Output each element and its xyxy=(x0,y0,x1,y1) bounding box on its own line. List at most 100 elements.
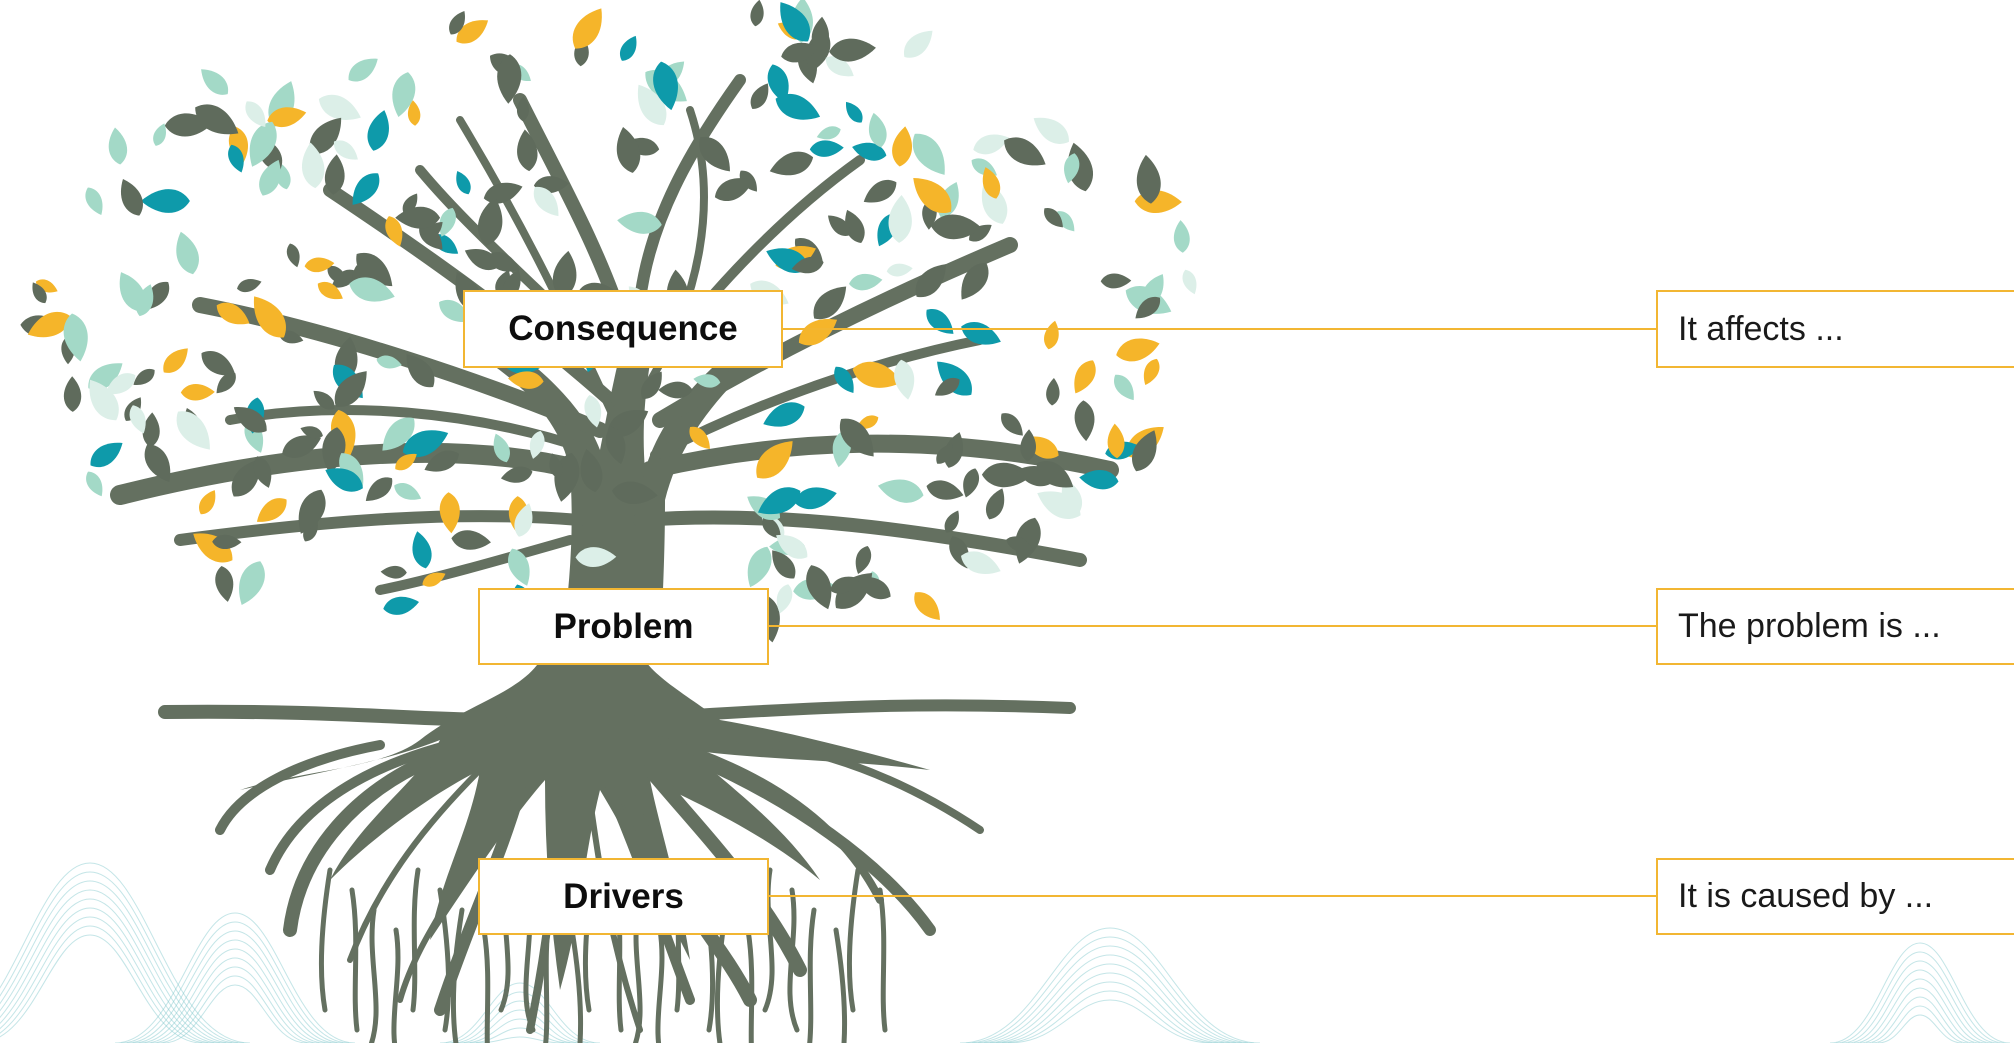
leaf xyxy=(233,407,267,433)
root-mass xyxy=(240,640,930,990)
leaf xyxy=(412,531,432,569)
leaf xyxy=(829,38,876,62)
branch xyxy=(110,442,590,505)
leaf xyxy=(253,456,272,488)
leaf xyxy=(781,42,819,63)
root xyxy=(265,735,475,875)
leaf xyxy=(825,56,854,77)
root xyxy=(283,753,437,937)
leaf xyxy=(912,133,945,175)
leaf xyxy=(517,129,538,172)
leaf xyxy=(105,373,136,395)
leaf xyxy=(1044,320,1059,350)
leaf xyxy=(529,430,545,459)
leaf xyxy=(380,565,407,579)
leaf xyxy=(552,250,577,299)
leaf xyxy=(794,487,837,510)
leaf xyxy=(451,530,491,550)
leaf xyxy=(986,488,1005,520)
leaf xyxy=(497,54,522,104)
leaf xyxy=(382,417,415,451)
leaf xyxy=(1001,413,1023,436)
leaf xyxy=(313,390,335,410)
rootlet xyxy=(437,887,452,1033)
leaf xyxy=(298,489,326,534)
leaf xyxy=(1015,517,1041,564)
branch xyxy=(375,535,575,595)
leaf xyxy=(395,206,441,229)
leaf xyxy=(1044,207,1063,228)
leaf xyxy=(943,432,964,468)
leaf xyxy=(176,231,199,275)
leaf xyxy=(309,117,342,154)
leaf xyxy=(572,8,602,49)
leaf xyxy=(367,110,389,151)
leaf xyxy=(936,443,953,464)
leaf xyxy=(333,140,358,160)
leaf xyxy=(769,151,814,176)
leaf xyxy=(913,178,952,213)
leaf xyxy=(286,243,300,268)
rootlet xyxy=(391,927,401,1043)
rootlet xyxy=(655,927,665,1043)
consequence-label: Consequence xyxy=(508,309,738,348)
leaf xyxy=(1136,154,1161,204)
leaf xyxy=(199,490,216,515)
mesh-line xyxy=(138,948,332,1043)
leaf xyxy=(406,354,435,388)
drivers-answer-box: It is caused by ... xyxy=(1656,858,2014,935)
leaf xyxy=(129,405,146,434)
wave-mesh-decoration xyxy=(0,862,2011,1043)
leaf xyxy=(903,30,933,58)
tree-leaves xyxy=(20,0,1197,643)
leaf xyxy=(348,58,378,82)
leaf xyxy=(508,548,530,586)
leaf xyxy=(392,72,416,117)
leaf xyxy=(619,35,637,61)
leaf xyxy=(239,561,265,606)
root xyxy=(634,699,1076,724)
leaf xyxy=(120,178,143,216)
leaf xyxy=(1036,461,1074,488)
leaf xyxy=(775,94,821,120)
leaf xyxy=(1114,374,1134,401)
leaf xyxy=(926,480,964,500)
mesh-line xyxy=(1865,996,1975,1043)
leaf xyxy=(693,374,721,388)
leaf xyxy=(750,83,769,109)
leaf xyxy=(133,368,155,385)
leaf xyxy=(839,418,874,457)
mesh-line xyxy=(144,957,326,1043)
leaf xyxy=(888,195,912,243)
leaf xyxy=(163,348,188,373)
mesh-line xyxy=(162,984,308,1043)
leaf xyxy=(317,281,343,300)
leaf xyxy=(90,442,123,468)
problem-answer-box: The problem is ... xyxy=(1656,588,2014,665)
mesh-line xyxy=(1859,987,1981,1043)
leaf xyxy=(216,302,250,325)
mesh-line xyxy=(0,889,233,1043)
leaf xyxy=(1074,360,1096,394)
leaf xyxy=(402,430,449,458)
leaf xyxy=(483,182,523,204)
rootlet xyxy=(787,887,800,1033)
leaf xyxy=(806,565,832,610)
leaf xyxy=(653,61,678,111)
leaf xyxy=(325,468,363,492)
leaf xyxy=(334,371,367,407)
leaf xyxy=(176,411,210,450)
rootlet xyxy=(846,867,861,1013)
leaf xyxy=(1135,296,1161,319)
mesh-line xyxy=(0,916,215,1043)
leaf xyxy=(1020,429,1036,462)
leaf xyxy=(1056,211,1075,232)
leaf xyxy=(27,312,71,338)
leaf xyxy=(981,462,1033,488)
leaf xyxy=(514,503,533,537)
root xyxy=(694,754,936,936)
leaf xyxy=(385,216,403,247)
root xyxy=(736,736,984,834)
mesh-line xyxy=(0,934,203,1043)
